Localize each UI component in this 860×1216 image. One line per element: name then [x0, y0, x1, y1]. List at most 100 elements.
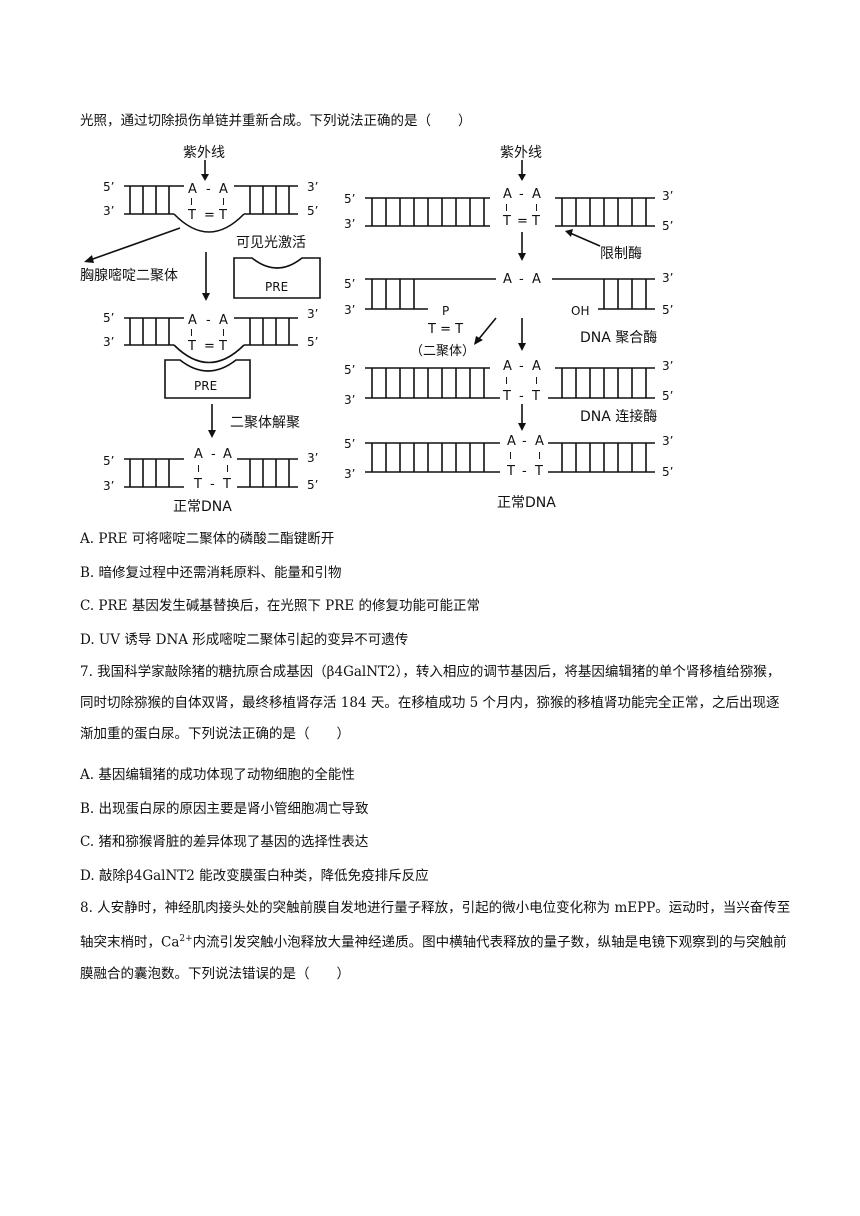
restriction-enzyme-label: 限制酶	[600, 246, 642, 262]
thymine-dimer-label: 胸腺嘧啶二聚体	[80, 267, 178, 284]
svg-text:-: -	[519, 272, 524, 287]
q7-option-a: A. 基因编辑猪的成功体现了动物细胞的全能性	[80, 767, 355, 783]
svg-text:I: I	[538, 451, 541, 462]
dna-ligase-label: DNA 连接酶	[580, 408, 657, 425]
q7-option-b: B. 出现蛋白尿的原因主要是肾小管细胞凋亡导致	[80, 801, 369, 817]
svg-text:5’: 5’	[344, 277, 355, 291]
svg-text:I: I	[197, 464, 200, 475]
dna-filled: 5’ 3’ 3’ 5’ A - A I I T - T	[344, 359, 673, 407]
svg-text:3’: 3’	[307, 451, 318, 465]
svg-text:-: -	[206, 313, 211, 328]
dna-damaged-right: 5’ 3’ 3’ 5’ A - A I I T = T	[344, 187, 673, 233]
q7-option-d: D. 敲除β4GalNT2 能改变膜蛋白种类，降低免疫排斥反应	[80, 868, 429, 884]
svg-text:I: I	[509, 451, 512, 462]
uv-label-left: 紫外线	[183, 145, 225, 161]
svg-text:I: I	[505, 203, 508, 214]
svg-text:3’: 3’	[307, 180, 318, 194]
svg-text:T: T	[502, 214, 511, 229]
svg-text:3’: 3’	[103, 335, 114, 349]
svg-text:5’: 5’	[307, 335, 318, 349]
svg-text:A: A	[535, 434, 544, 449]
svg-text:5’: 5’	[103, 454, 114, 468]
normal-dna-label-right: 正常DNA	[497, 495, 556, 511]
svg-text:3’: 3’	[307, 307, 318, 321]
pre-enzyme-top	[233, 257, 321, 299]
svg-text:A: A	[188, 182, 197, 197]
svg-text:T: T	[218, 208, 227, 223]
svg-text:T: T	[506, 464, 515, 479]
svg-text:PRE: PRE	[194, 379, 217, 393]
p-end-label: P	[442, 304, 449, 318]
svg-text:3’: 3’	[344, 393, 355, 407]
svg-text:5’: 5’	[344, 363, 355, 377]
excised-dimer-label: （二聚体）	[410, 344, 475, 359]
excised-dimer: T = T	[427, 322, 463, 337]
dark-repair-panel: 紫外线 5’ 3’ 3’ 5’ A - A I I T	[344, 145, 673, 511]
svg-text:5’: 5’	[662, 465, 673, 479]
svg-text:I: I	[535, 203, 538, 214]
q6-option-d: D. UV 诱导 DNA 形成嘧啶二聚体引起的变异不可遗传	[80, 632, 409, 648]
svg-text:3’: 3’	[103, 479, 114, 493]
svg-text:3’: 3’	[662, 359, 673, 373]
svg-text:I: I	[190, 197, 193, 208]
svg-text:I: I	[190, 328, 193, 339]
pre-enzyme-bottom	[164, 359, 251, 399]
svg-text:=: =	[204, 208, 215, 223]
svg-text:PRE: PRE	[265, 280, 288, 294]
dna-pre-bound: 5’ 3’ 3’ 5’ A - A I I T = T	[103, 307, 318, 364]
svg-text:5’: 5’	[662, 389, 673, 403]
svg-text:=: =	[517, 214, 528, 229]
svg-text:T: T	[222, 477, 231, 492]
normal-dna-label-left: 正常DNA	[173, 499, 232, 515]
svg-text:T: T	[187, 339, 196, 354]
svg-text:5’: 5’	[662, 303, 673, 317]
svg-text:I: I	[535, 376, 538, 387]
svg-text:A: A	[194, 447, 203, 462]
svg-text:A: A	[532, 187, 541, 202]
svg-text:A: A	[503, 272, 512, 287]
svg-text:3’: 3’	[662, 189, 673, 203]
svg-text:A: A	[188, 313, 197, 328]
intro-line: 光照，通过切除损伤单链并重新合成。下列说法正确的是（ ）	[80, 113, 472, 129]
svg-text:5’: 5’	[103, 311, 114, 325]
svg-text:-: -	[522, 464, 527, 479]
q8-stem: 8. 人安静时，神经肌肉接头处的突触前膜自发地进行量子释放，引起的微小电位变化称…	[80, 900, 791, 982]
svg-text:A: A	[532, 272, 541, 287]
svg-text:3’: 3’	[344, 303, 355, 317]
svg-text:5’: 5’	[103, 180, 114, 194]
svg-text:5’: 5’	[307, 204, 318, 218]
svg-text:3’: 3’	[344, 217, 355, 231]
svg-text:I: I	[222, 328, 225, 339]
svg-text:T: T	[531, 214, 540, 229]
dna-normal-right: 5’ 3’ 3’ 5’ A - A I I T - T	[344, 434, 673, 481]
svg-text:A: A	[532, 359, 541, 374]
svg-text:A: A	[507, 434, 516, 449]
light-activation-label: 可见光激活	[236, 234, 306, 251]
svg-text:A: A	[503, 359, 512, 374]
oh-end-label: OH	[571, 304, 589, 318]
dna-repair-figure: 紫外线 5’ 3’ 3’ 5’ A - A I I T = T	[80, 145, 673, 515]
svg-text:5’: 5’	[344, 192, 355, 206]
svg-text:A: A	[223, 447, 232, 462]
svg-text:-: -	[519, 359, 524, 374]
svg-text:I: I	[505, 376, 508, 387]
svg-text:T: T	[531, 389, 540, 404]
svg-text:A: A	[219, 182, 228, 197]
svg-text:-: -	[211, 447, 216, 462]
q6-option-a: A. PRE 可将嘧啶二聚体的磷酸二酯键断开	[80, 531, 335, 547]
svg-text:3’: 3’	[103, 204, 114, 218]
svg-text:-: -	[519, 389, 524, 404]
light-repair-panel: 紫外线 5’ 3’ 3’ 5’ A - A I I T = T	[80, 145, 321, 515]
svg-text:3’: 3’	[662, 271, 673, 285]
svg-text:I: I	[222, 197, 225, 208]
svg-text:3’: 3’	[662, 434, 673, 448]
svg-text:5’: 5’	[307, 478, 318, 492]
svg-text:-: -	[210, 477, 215, 492]
dna-polymerase-label: DNA 聚合酶	[580, 330, 657, 346]
q7-stem: 7. 我国科学家敲除猪的糖抗原合成基因（β4GalNT2），转入相应的调节基因后…	[80, 664, 781, 742]
svg-text:5’: 5’	[662, 219, 673, 233]
dna-normal-left: 5’ 3’ 3’ 5’ A - A I I T - T	[103, 447, 318, 493]
dimer-unbind-label: 二聚体解聚	[230, 415, 300, 431]
svg-text:-: -	[519, 187, 524, 202]
svg-text:5’: 5’	[344, 437, 355, 451]
